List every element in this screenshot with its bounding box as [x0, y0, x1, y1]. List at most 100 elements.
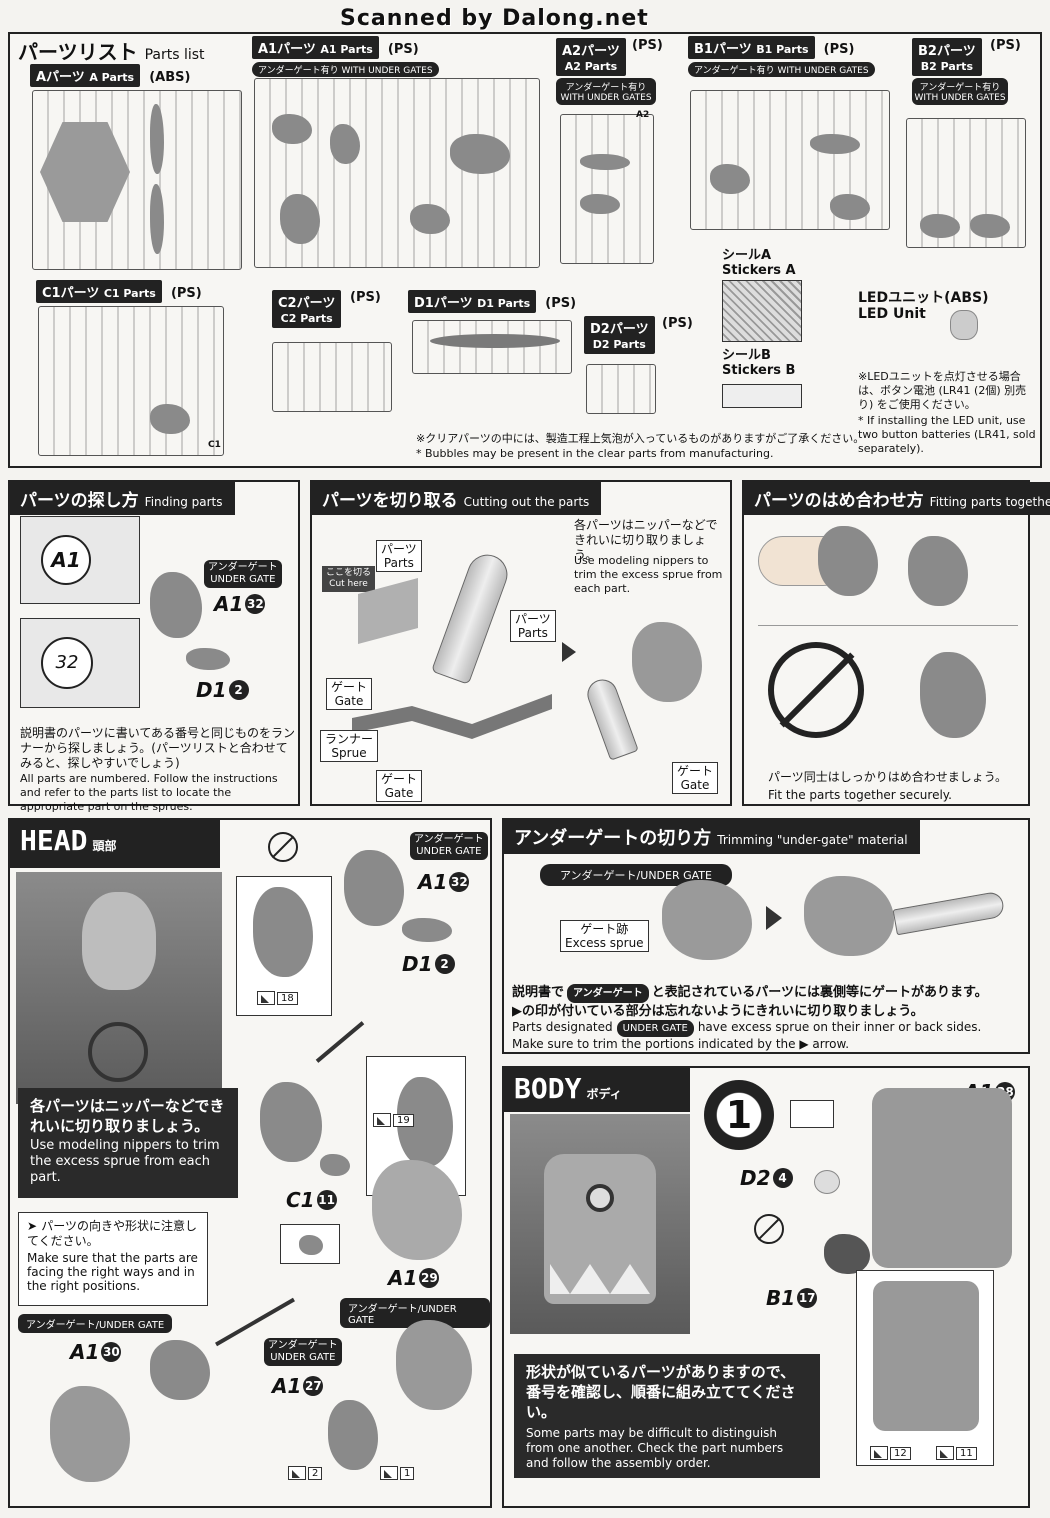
finding-text-jp: 説明書のパーツに書いてある番号と同じものをランナーから探しましょう。(パーツリス…: [20, 726, 296, 770]
led-lens-part: [814, 1170, 840, 1194]
body-assembled-box: [856, 1270, 994, 1466]
finding-head-part: [150, 572, 202, 638]
c1-sprue-label: C1: [208, 440, 221, 450]
wrong-fit-icon: [768, 642, 864, 738]
a2-mat: (PS): [632, 38, 663, 53]
undergate-label-pill: アンダーゲート/UNDER GATE: [540, 864, 732, 886]
cutting-text-jp: 各パーツはニッパーなどできれいに切り取りましょう。: [574, 518, 718, 562]
body-step-preview: [790, 1100, 834, 1128]
b1-part: [830, 194, 870, 220]
nippers-tool: [430, 549, 514, 685]
head-gate-tag-3: アンダーゲート/UNDER GATE: [18, 1314, 173, 1333]
c1-sprue: [38, 306, 224, 456]
c1-part: [150, 404, 190, 434]
a2-sprue: [560, 114, 654, 264]
small-nippers-tool: [583, 675, 639, 761]
body-similar-parts-note: 形状が似ているパーツがありますので、番号を確認し、順番に組み立ててください。 S…: [514, 1354, 820, 1478]
undergate-nippers-tool: [892, 890, 1006, 936]
a2-part: [580, 194, 620, 214]
fitting-text-en: Fit the parts together securely.: [768, 788, 952, 802]
d1-part: [430, 334, 560, 348]
cutting-text-en: Use modeling nippers to trim the excess …: [574, 554, 723, 595]
a1-part: [410, 204, 450, 234]
head-part-mid: [260, 1082, 322, 1162]
body-ref-12: 12: [870, 1446, 911, 1460]
head-title: HEAD 頭部: [10, 820, 220, 868]
head-part-a1-27-shape: [328, 1400, 378, 1470]
c2-sprue: [272, 342, 392, 412]
b1-gate-pill: アンダーゲート有り WITH UNDER GATES: [688, 58, 875, 77]
head-part-c1-11-shape: [320, 1154, 350, 1176]
d1-parts-header: D1パーツ D1 Parts (PS): [408, 290, 576, 313]
led-label: LEDユニット(ABS)LED Unit: [858, 290, 989, 322]
head-orientation-note: ➤ パーツの向きや形状に注意してください。 Make sure that the…: [18, 1212, 208, 1306]
b2-part: [920, 214, 960, 238]
stickers-b-sheet: [722, 384, 802, 408]
undergate-part-after: [804, 876, 894, 956]
bubble-note-en: * Bubbles may be present in the clear pa…: [416, 447, 774, 460]
a-part: [150, 184, 164, 254]
led-note-jp: ※LEDユニットを点灯させる場合は、ボタン電池 (LR41 (2個) 別売り) …: [858, 370, 1027, 411]
watermark: Scanned by Dalong.net: [340, 6, 649, 31]
step-1-badge: 1: [704, 1080, 774, 1150]
trimmed-face-part: [632, 622, 702, 702]
head-arrow-down-1: [315, 1021, 365, 1063]
a1-part: [272, 114, 312, 144]
head-ref-2: 2: [288, 1466, 323, 1480]
body-no-cut-icon: [754, 1214, 784, 1244]
head-detail-box-1: 18: [236, 876, 332, 1016]
b2-mat: (PS): [990, 38, 1021, 53]
finding-text-en: All parts are numbered. Follow the instr…: [20, 772, 278, 813]
c2-mat: (PS): [350, 290, 381, 305]
body-part-b1-17-shape: [824, 1234, 870, 1274]
arrow-right-icon: [562, 642, 576, 662]
b1-parts-header: B1パーツ B1 Parts (PS): [688, 36, 854, 59]
undergate-arrow-icon: [766, 906, 782, 930]
fitting-text-jp: パーツ同士はしっかりはめ合わせましょう。: [768, 770, 1008, 784]
head-part-a1-29-shape: [372, 1160, 462, 1260]
a-part: [150, 104, 164, 174]
d2-mat: (PS): [662, 316, 693, 331]
head-assembled-left: [50, 1386, 130, 1482]
correct-fit-part: [920, 652, 986, 738]
a1-part: [330, 124, 360, 164]
head-ref-1: 1: [380, 1466, 415, 1480]
parts-list-panel: パーツリスト Parts list Aパーツ A Parts (ABS) A1パ…: [8, 32, 1042, 468]
a1-parts-header: A1パーツ A1 Parts (PS): [252, 36, 419, 59]
runner-num-box: 32: [20, 618, 140, 708]
body-preview-image: [510, 1114, 690, 1334]
undergate-part-before: [662, 880, 752, 960]
body-title: BODY ボディ: [504, 1068, 690, 1112]
a-hex-part: [40, 122, 130, 222]
a-parts-header: Aパーツ A Parts (ABS): [30, 64, 190, 87]
stickers-a-sheet: [722, 280, 802, 342]
